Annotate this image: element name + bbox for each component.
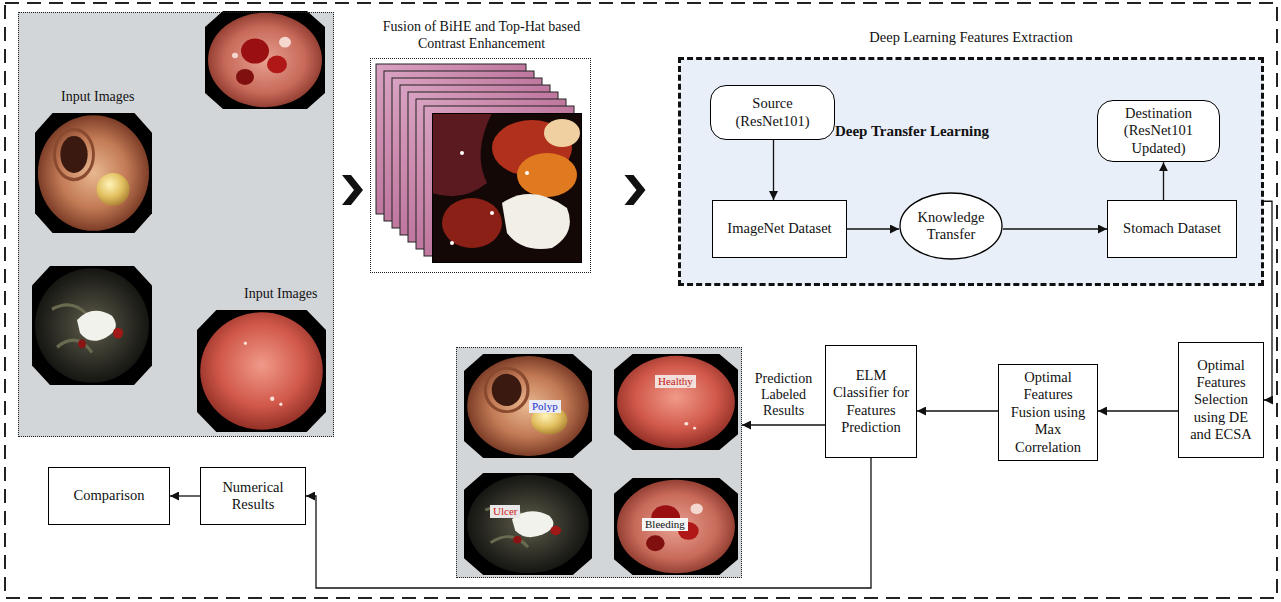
dataset-box: Stomach Dataset bbox=[1107, 200, 1237, 258]
results-panel: Polyp HealthyUlcerBleeding bbox=[456, 347, 742, 578]
model-box: Destination (ResNet101 Updated) bbox=[1097, 100, 1220, 162]
enhancement-panel: Fusion of BiHE and Top-Hat based Contras… bbox=[370, 58, 591, 273]
class-tag: Healthy bbox=[655, 375, 696, 388]
edge-label: Prediction Labeled Results bbox=[748, 371, 820, 419]
box-label: Destination (ResNet101 Updated) bbox=[1101, 105, 1216, 157]
panel-heading: Deep Learning Features Extraction bbox=[681, 29, 1261, 46]
endoscopy-image bbox=[464, 473, 592, 575]
chevron-arrow bbox=[625, 175, 646, 205]
connector-arrow bbox=[1003, 228, 1107, 229]
panel-title: Deep Transfer Learning bbox=[827, 122, 997, 140]
connector-arrow bbox=[306, 458, 871, 588]
endoscopy-image bbox=[614, 354, 738, 450]
endoscopy-image bbox=[35, 113, 152, 233]
panel-label: Input Images bbox=[61, 89, 134, 106]
chevron-arrow bbox=[342, 175, 363, 205]
process-box: Optimal Features Fusion using Max Correl… bbox=[998, 364, 1098, 461]
connector-arrow bbox=[917, 410, 998, 411]
endoscopy-image bbox=[32, 266, 152, 385]
class-tag: Bleeding bbox=[642, 518, 688, 531]
connector-arrow bbox=[1163, 162, 1164, 200]
outer-border bbox=[5, 3, 1277, 598]
box-label: Numerical Results bbox=[204, 479, 302, 514]
model-box: Source (ResNet101) bbox=[710, 85, 835, 140]
connector-arrow bbox=[1264, 201, 1272, 400]
transfer-learning-box: Deep Learning Features ExtractionDeep Tr… bbox=[678, 57, 1264, 286]
box-label: ImageNet Dataset bbox=[727, 220, 831, 237]
class-tag: Ulcer bbox=[490, 505, 520, 518]
box-label: Source (ResNet101) bbox=[714, 95, 831, 130]
input-panel: Input ImagesInput Images bbox=[18, 12, 334, 437]
box-label: Stomach Dataset bbox=[1123, 220, 1221, 237]
box-label: Optimal Features Selection using DE and … bbox=[1182, 357, 1260, 444]
endoscopy-image bbox=[205, 11, 325, 109]
box-label: ELM Classifier for Features Prediction bbox=[829, 367, 913, 437]
endoscopy-image bbox=[464, 354, 592, 458]
connector-arrow bbox=[847, 228, 899, 229]
class-tag: Polyp bbox=[529, 400, 561, 413]
process-ellipse: Knowledge Transfer bbox=[899, 192, 1003, 260]
panel-fill bbox=[18, 12, 334, 437]
image-stack bbox=[376, 64, 582, 263]
box-label: Knowledge Transfer bbox=[911, 209, 991, 244]
process-box: ELM Classifier for Features Prediction bbox=[825, 345, 917, 458]
panel-fill bbox=[680, 59, 1263, 285]
panel-heading: Fusion of BiHE and Top-Hat based Contras… bbox=[366, 19, 597, 53]
panel-label: Input Images bbox=[244, 286, 317, 303]
connector-arrow bbox=[773, 140, 774, 200]
box-label: Comparison bbox=[74, 487, 145, 504]
connector-arrow bbox=[742, 424, 825, 425]
box-label: Optimal Features Fusion using Max Correl… bbox=[1002, 369, 1094, 456]
connector-arrow bbox=[1098, 410, 1178, 411]
ellipse-outline bbox=[900, 193, 1002, 259]
dataset-box: ImageNet Dataset bbox=[712, 200, 847, 258]
process-box: Optimal Features Selection using DE and … bbox=[1178, 342, 1264, 458]
endoscopy-image bbox=[197, 310, 326, 432]
endoscopy-image bbox=[614, 478, 738, 575]
panel-fill bbox=[456, 347, 742, 578]
process-box: Comparison bbox=[48, 467, 170, 525]
process-box: Numerical Results bbox=[200, 467, 306, 525]
connector-arrow bbox=[170, 495, 200, 496]
